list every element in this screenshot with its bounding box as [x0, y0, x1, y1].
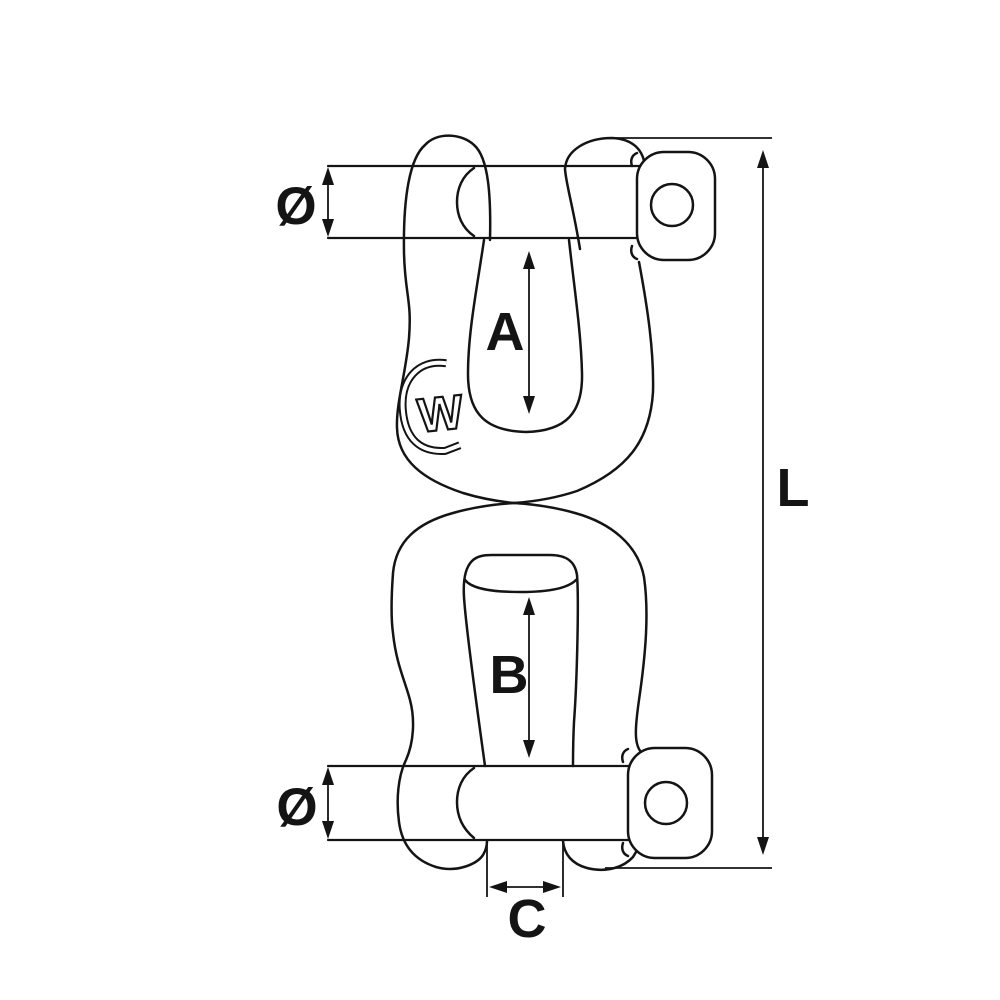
dim-label-c: C: [508, 889, 547, 949]
arrow-down-icon: [523, 396, 535, 414]
top-pin-head-ear-lower: [629, 244, 639, 261]
bottom-outer-left-edge: [390, 501, 516, 871]
bottom-shackle-body: [390, 501, 648, 872]
arrow-down-icon: [757, 837, 769, 855]
top-pin-head: [629, 150, 717, 262]
dim-bottom-jaw-inner-length: B: [490, 597, 535, 758]
dim-label-diameter-top: Ø: [275, 177, 316, 236]
top-shackle-body: [395, 134, 655, 505]
dim-label-l: L: [777, 458, 810, 518]
bottom-slot-back-edge: [463, 578, 578, 594]
bottom-pin-head-ear-lower: [620, 841, 630, 858]
dim-bottom-pin-diameter: Ø: [276, 767, 334, 839]
arrow-left-icon: [489, 881, 507, 893]
dim-label-a: A: [486, 302, 525, 362]
top-pin-end-cap: [455, 166, 476, 238]
bottom-jaw-slot: [462, 553, 580, 768]
top-pin: [326, 164, 644, 240]
dim-top-jaw-inner-length: A: [486, 251, 535, 414]
bottom-pin-head: [620, 746, 714, 860]
arrow-up-icon: [757, 150, 769, 168]
dim-label-b: B: [490, 645, 529, 705]
bottom-pin-head-ear-upper: [620, 747, 630, 764]
top-pin-head-ear-upper: [629, 151, 639, 168]
top-left-dome-and-outer-edge: [395, 134, 516, 505]
bottom-outer-right-edge: [512, 501, 648, 754]
top-pin-head-body: [635, 150, 717, 262]
arrow-down-icon: [322, 219, 334, 237]
bottom-pin: [326, 764, 647, 842]
dim-jaw-opening-width: C: [486, 843, 564, 949]
bottom-pin-end-cap: [455, 766, 476, 840]
dim-top-pin-diameter: Ø: [275, 167, 334, 237]
bottom-pin-head-body: [626, 746, 714, 860]
arrow-down-icon: [523, 740, 535, 758]
brand-logo: W: [398, 358, 468, 455]
top-jaw-inner-opening: [466, 238, 584, 434]
arrow-right-icon: [543, 881, 561, 893]
top-right-dome: [563, 136, 647, 251]
logo-swoosh-icon-inner: [400, 360, 461, 453]
dim-overall-length: L: [605, 137, 810, 869]
top-outer-right-edge: [512, 260, 655, 505]
dim-label-diameter-bottom: Ø: [276, 778, 317, 837]
arrow-down-icon: [322, 821, 334, 839]
arrow-up-icon: [523, 251, 535, 269]
arrow-up-icon: [322, 167, 334, 185]
bottom-pin-head-hole: [643, 780, 689, 826]
top-pin-head-hole: [649, 182, 695, 228]
logo-letter: W: [415, 386, 466, 444]
arrow-up-icon: [523, 597, 535, 615]
arrow-up-icon: [322, 767, 334, 785]
